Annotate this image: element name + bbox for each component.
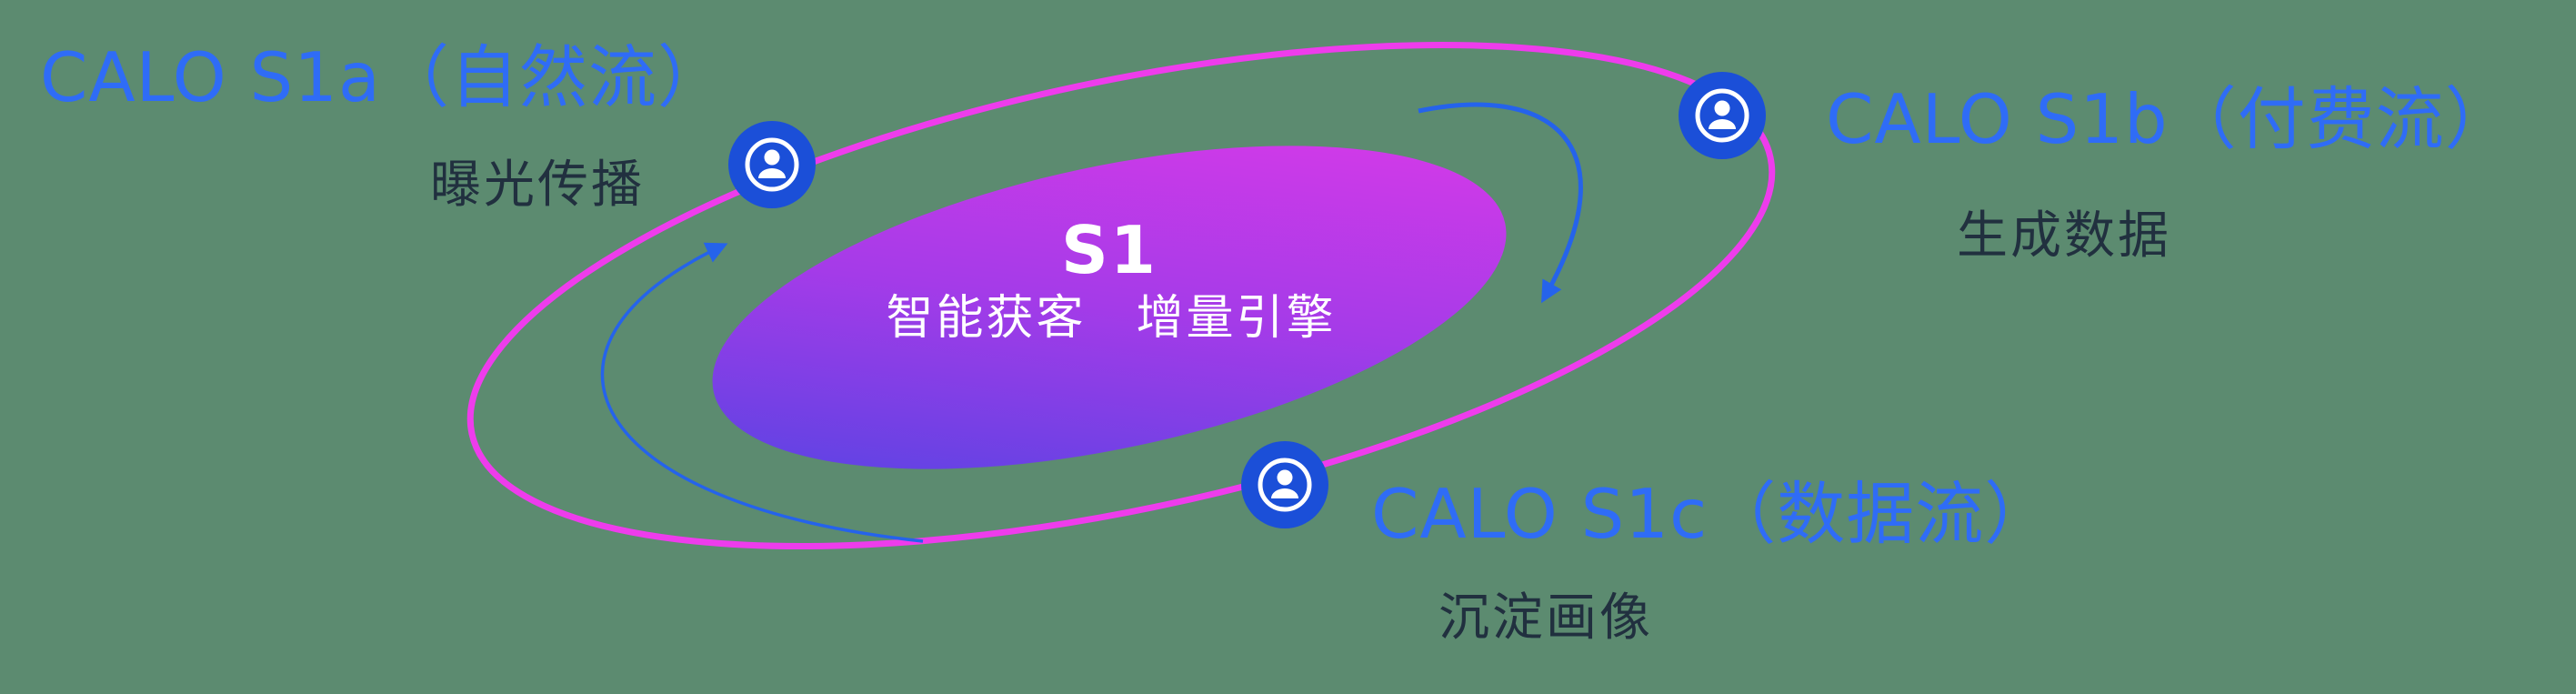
orbit-ring (466, 42, 1776, 549)
node-sublabel-s1a: 曝光传播 (430, 156, 645, 215)
core-title: S1 (1061, 212, 1158, 288)
user-icon (1241, 441, 1328, 528)
user-icon (1679, 72, 1766, 159)
flow-arrow-left (600, 242, 924, 543)
orbit-node-s1c (1241, 441, 1328, 528)
core-subtitle: 智能获客 增量引擎 (886, 291, 1337, 346)
node-label-s1a: CALO S1a（自然流） (40, 37, 727, 117)
node-sublabel-s1b: 生成数据 (1957, 206, 2171, 266)
node-sublabel-s1c: 沉淀画像 (1438, 588, 1653, 648)
node-label-s1b: CALO S1b（付费流） (1826, 79, 2514, 159)
node-label-s1c: CALO S1c（数据流） (1371, 474, 2054, 554)
orbit-node-s1b (1679, 72, 1766, 159)
orbit-node-s1a (728, 121, 816, 208)
core-ellipse (712, 146, 1507, 469)
flow-arrow-right (1418, 102, 1583, 304)
user-icon (728, 121, 816, 208)
